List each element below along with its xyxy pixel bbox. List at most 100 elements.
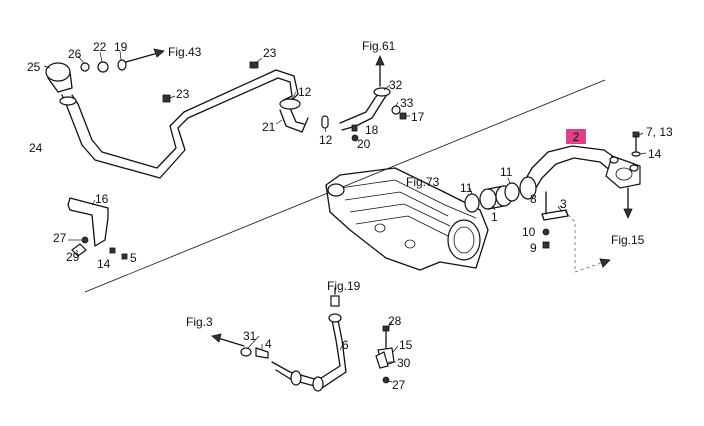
arrow-fig15-head — [623, 208, 633, 219]
clip-29 — [71, 243, 87, 257]
pipe-2-inlet — [519, 176, 537, 200]
label-11-right: 11 — [500, 165, 513, 179]
label-33: 33 — [400, 96, 414, 110]
pipe-32-outline — [341, 95, 387, 131]
bolt-17 — [399, 112, 407, 120]
pipe-2-outline — [531, 157, 613, 195]
label-9: 9 — [530, 241, 537, 255]
pipe-2-flange-bore — [615, 167, 633, 181]
ref-fig15[interactable]: Fig.15 — [611, 233, 645, 247]
fitting-32 — [373, 87, 391, 97]
label-8: 8 — [530, 192, 537, 206]
label-19: 19 — [114, 40, 128, 54]
nut-9 — [542, 241, 550, 249]
supercharger-inlet — [447, 219, 481, 261]
hose-21 — [279, 109, 309, 133]
washer-31 — [240, 347, 252, 357]
fitting-fig19 — [330, 295, 340, 307]
supercharger-outline — [325, 167, 489, 271]
bracket-16 — [67, 197, 109, 247]
clamp-30 — [375, 351, 389, 369]
fitting-25-body — [47, 71, 73, 93]
washer-26 — [80, 62, 90, 72]
label-31: 31 — [243, 329, 257, 343]
arrow-fig3-shaft — [217, 337, 245, 347]
label-30: 30 — [397, 356, 411, 370]
bolt-27 — [81, 236, 89, 244]
seal-11-right — [504, 182, 520, 202]
ref-fig43[interactable]: Fig.43 — [168, 45, 202, 59]
hose-6-top-end — [328, 313, 342, 323]
label-12-lower: 12 — [319, 133, 333, 147]
bolt-23-mid — [162, 94, 171, 103]
label-23-top: 23 — [263, 46, 277, 60]
label-21: 21 — [262, 120, 276, 134]
label-22: 22 — [93, 40, 107, 54]
label-4: 4 — [265, 337, 272, 351]
nut-27 — [382, 376, 390, 384]
section-divider-line — [84, 79, 606, 293]
clamp-collar — [59, 96, 77, 106]
label-6: 6 — [342, 338, 349, 352]
label-23-mid: 23 — [176, 87, 190, 101]
pipe-2-bolt-hole-1 — [609, 156, 619, 164]
supercharger-fins — [344, 191, 453, 239]
clamp-12-lower — [321, 115, 329, 129]
supercharger-ridge — [339, 179, 477, 219]
oring-19 — [117, 59, 127, 71]
highlight-part-2 — [566, 129, 586, 144]
label-29: 29 — [66, 250, 80, 264]
lower-hose-assembly — [240, 295, 395, 392]
pipe-2 — [523, 145, 619, 183]
label-26: 26 — [68, 47, 82, 61]
arrow-fig61-head — [375, 55, 385, 66]
hose-21-inner — [289, 107, 305, 125]
ref-fig73[interactable]: Fig.73 — [406, 175, 440, 189]
label-5: 5 — [130, 251, 137, 265]
label-17: 17 — [411, 110, 425, 124]
ref-fig3[interactable]: Fig.3 — [186, 315, 213, 329]
pipe-24-outline — [71, 69, 299, 169]
label-15: 15 — [399, 338, 413, 352]
pipe-2-bolt-hole-2 — [629, 164, 639, 172]
label-28: 28 — [388, 314, 402, 328]
label-10: 10 — [522, 225, 536, 239]
arrow-fig43-head — [153, 48, 165, 58]
part-2-label: 2 — [573, 130, 580, 144]
bolt-28-head — [382, 325, 390, 332]
bolt-5 — [121, 253, 128, 260]
hose-6-outline — [275, 319, 347, 389]
washer-33 — [391, 105, 401, 115]
ref-fig19[interactable]: Fig.19 — [327, 279, 361, 293]
washer-10 — [542, 228, 550, 236]
pipe-2-flange — [605, 155, 641, 189]
clamp-12-top — [279, 98, 301, 110]
reference-arrows — [125, 48, 633, 347]
label-14-left: 14 — [97, 257, 111, 271]
clamp-lower-2 — [312, 376, 324, 392]
part-labels: 25 26 22 19 23 23 24 16 27 29 14 5 12 21… — [27, 40, 673, 392]
pipe-32 — [339, 91, 381, 124]
hose-6 — [271, 319, 341, 381]
bolt-18 — [351, 124, 358, 132]
seal-11-left — [464, 193, 480, 213]
arrow-fig3-head — [211, 333, 222, 343]
label-11-left: 11 — [460, 181, 473, 195]
ref-fig61[interactable]: Fig.61 — [362, 39, 396, 53]
bolt-23-top — [249, 61, 259, 69]
supercharger-boss-1 — [374, 223, 386, 233]
fitting-25 — [45, 62, 71, 82]
clamp-lower-1 — [290, 370, 302, 386]
label-14-right: 14 — [648, 147, 662, 161]
supercharger-body — [325, 167, 489, 271]
nut-22 — [97, 61, 109, 73]
washer-14 — [631, 151, 641, 157]
coupler-1 — [479, 185, 513, 210]
label-3: 3 — [560, 197, 567, 211]
label-7-13: 7, 13 — [646, 125, 673, 139]
figure-references: Fig.43 Fig.61 Fig.73 Fig.15 Fig.19 Fig.3 — [168, 39, 645, 329]
nut-14 — [109, 247, 116, 254]
label-16: 16 — [95, 192, 109, 206]
label-24: 24 — [29, 141, 43, 155]
